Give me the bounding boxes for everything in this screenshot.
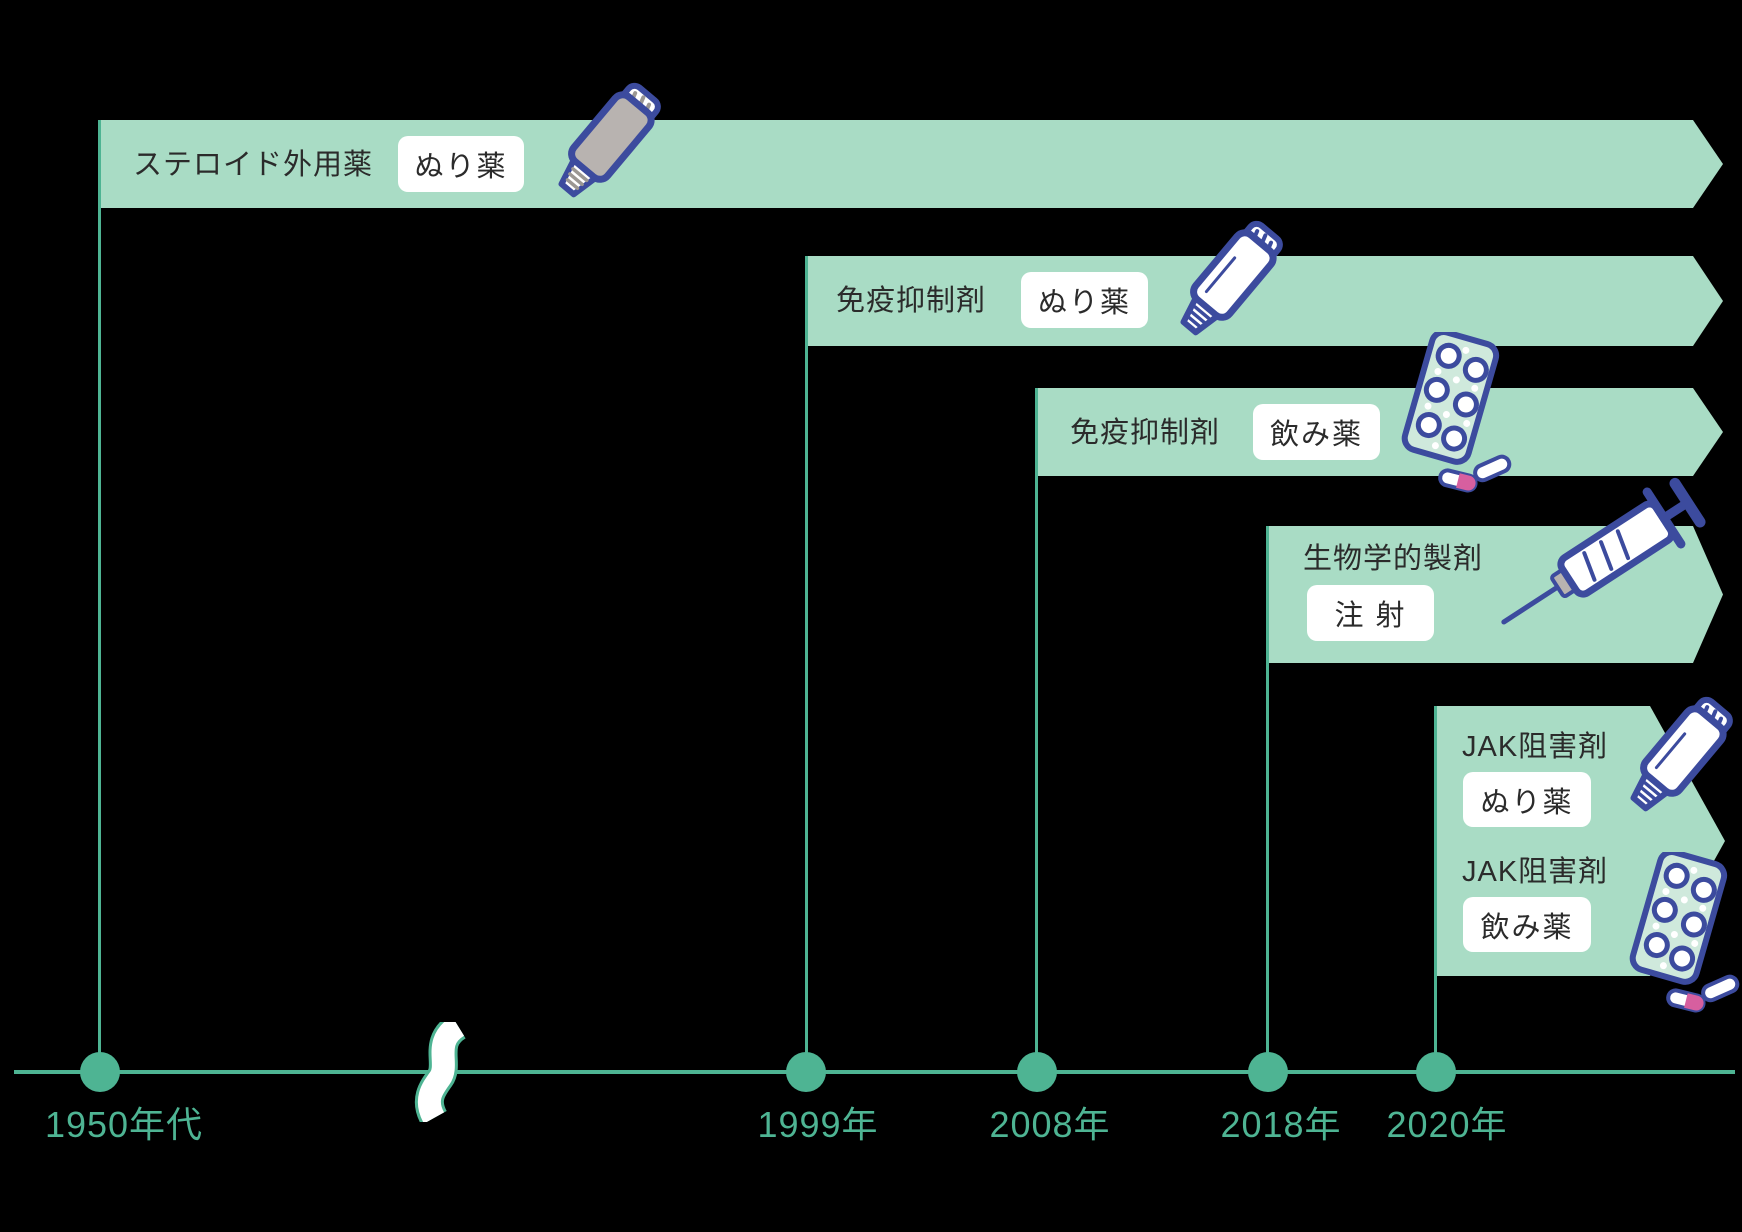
timeline-dot-2020 (1416, 1052, 1456, 1092)
method-badge-jak-topical: ぬり薬 (1463, 772, 1591, 827)
method-badge-steroid: ぬり薬 (398, 136, 524, 192)
method-badge-jak-oral: 飲み薬 (1463, 897, 1591, 952)
pill-sheet-icon (1629, 852, 1740, 1013)
category-label-biologic: 生物学的製剤 (1303, 543, 1484, 575)
year-label-1999: 1999年 (757, 1104, 879, 1145)
method-badge-immunosuppressant-topical: ぬり薬 (1021, 272, 1148, 328)
method-badge-label: 飲み薬 (1480, 911, 1574, 944)
method-badge-immunosuppressant-oral: 飲み薬 (1253, 404, 1380, 460)
ointment-tube-icon (1180, 220, 1283, 336)
timeline-dot-1999 (786, 1052, 826, 1092)
pill-sheet-icon (1401, 332, 1512, 493)
timeline-dot-2018 (1248, 1052, 1288, 1092)
ointment-tube-icon (558, 82, 661, 198)
category-label-immunosuppressant-oral: 免疫抑制剤 (1070, 417, 1221, 449)
connector-1999 (805, 256, 808, 1072)
method-badge-label: ぬり薬 (1037, 287, 1131, 319)
category-label-jak-topical: JAK阻害剤 (1462, 731, 1609, 763)
timeline-axis (14, 1070, 1735, 1074)
method-badge-label: ぬり薬 (1480, 786, 1574, 819)
method-badge-label: 注 射 (1334, 600, 1407, 632)
axis-break-icon (414, 1022, 467, 1122)
ointment-tube-icon (1630, 696, 1733, 812)
category-label-jak-oral: JAK阻害剤 (1462, 856, 1609, 888)
year-label-2008: 2008年 (989, 1104, 1111, 1145)
method-badge-label: 飲み薬 (1269, 419, 1363, 451)
connector-2020 (1434, 706, 1437, 1072)
category-label-steroid: ステロイド外用薬 (133, 149, 374, 181)
method-badge-label: ぬり薬 (414, 151, 508, 183)
connector-2008 (1035, 388, 1038, 1072)
method-badge-biologic: 注 射 (1307, 585, 1434, 641)
year-label-1950: 1950年代 (44, 1104, 204, 1145)
timeline-dot-1950 (80, 1052, 120, 1092)
timeline-dot-2008 (1017, 1052, 1057, 1092)
era-bar-immunosuppressant-oral (1037, 388, 1723, 476)
connector-2018 (1266, 526, 1269, 1072)
connector-1950 (98, 120, 101, 1072)
category-label-immunosuppressant-topical: 免疫抑制剤 (836, 285, 987, 317)
year-label-2018: 2018年 (1220, 1104, 1342, 1145)
era-bar-steroid (100, 120, 1723, 208)
syringe-icon (1501, 477, 1706, 625)
year-label-2020: 2020年 (1386, 1104, 1508, 1145)
